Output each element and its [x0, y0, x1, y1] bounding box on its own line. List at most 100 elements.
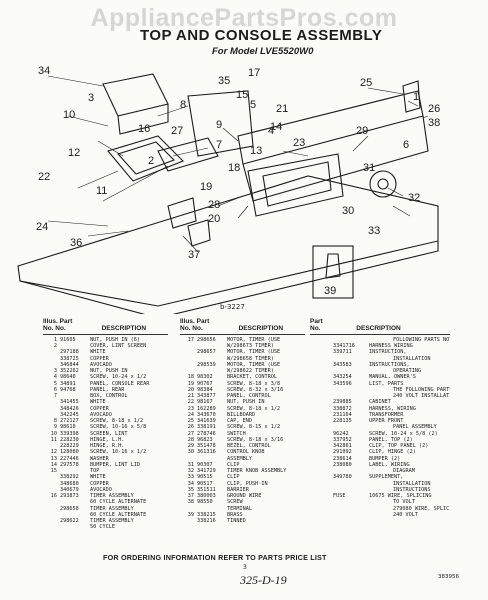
part-description: TO VOLT — [393, 499, 415, 506]
callout-38: 38 — [428, 117, 440, 129]
part-description: PANEL, CONTROL — [227, 393, 271, 400]
table-row: 2 COVER, LINT SCREEN — [43, 343, 168, 349]
part-description: PANEL, TOP (2) — [369, 436, 413, 443]
part-description: 279080 WIRE, SPLICING — [393, 505, 450, 512]
callout-28: 28 — [208, 199, 220, 211]
part-description: AVOCADO — [90, 411, 112, 418]
illus-number: 21 — [187, 393, 194, 400]
illus-number: 9 — [53, 424, 57, 431]
part-number: 338872 — [333, 405, 352, 412]
part-number: 348680 — [60, 480, 79, 487]
callout-3: 3 — [88, 92, 94, 104]
part-number: 98640 — [60, 374, 76, 381]
table-row: INSTRUCTIONS — [310, 487, 450, 493]
illus-number — [43, 524, 60, 530]
part-number: 338216 — [197, 518, 216, 525]
part-description: SCREW, 8-32 x 3/16 — [227, 386, 284, 393]
part-number: 361316 — [197, 449, 216, 456]
callout-26: 26 — [428, 103, 440, 115]
part-description: TIMER KNOB ASSEMBLY — [227, 468, 287, 475]
illus-number: 25 — [187, 418, 194, 425]
part-description: BUMPER (2) — [369, 455, 401, 462]
part-number: 342245 — [60, 411, 79, 418]
part-description: PANEL ASSEMBLY — [393, 424, 437, 431]
illus-number: 38 — [187, 499, 194, 506]
callout-4: 4 — [268, 125, 274, 137]
callout-6: 6 — [403, 139, 409, 151]
control-box-side — [117, 104, 169, 135]
illus-number: 22 — [187, 399, 194, 406]
part-number: 128080 — [60, 449, 79, 456]
callout-25: 25 — [360, 77, 372, 89]
control-box — [102, 73, 169, 117]
part-number: 90767 — [197, 380, 213, 387]
callout-15: 15 — [236, 89, 248, 101]
part-description: SCREW, 8-18 x 3/8 — [227, 380, 281, 387]
part-description: SCREEN, LINT — [90, 430, 128, 437]
part-description: SCREW, 8-18 x 1/2 — [227, 405, 281, 412]
part-description: SCREW — [227, 499, 243, 506]
part-number: 298657 — [197, 349, 216, 356]
part-number — [60, 524, 90, 530]
table-row: INSTALLATION — [310, 356, 450, 362]
part-number: 341455 — [60, 399, 79, 406]
illus-number: 33 — [187, 474, 194, 481]
callout-23: 23 — [293, 137, 305, 149]
part-description: MOTOR, TIMER (USE — [227, 349, 281, 356]
illus-number: 2 — [53, 343, 57, 350]
part-description: MOTOR, TIMER (USE — [227, 361, 281, 368]
part-number: 351511 — [197, 486, 216, 493]
illus-number: 26 — [187, 424, 194, 431]
part-description: 240 VOLT — [393, 511, 418, 518]
illus-number: 4 — [53, 374, 57, 381]
part-number: 297188 — [60, 349, 79, 356]
table-row: PANEL ASSEMBLY — [310, 424, 450, 430]
column-header: Illus. Part No. No. DESCRIPTION — [180, 318, 284, 333]
illus-number: 34 — [187, 480, 194, 487]
part-number: 239885 — [333, 399, 352, 406]
illus-number: 30 — [187, 449, 194, 456]
part-number: 343254 — [333, 374, 352, 381]
handwritten-note: 325-D-19 — [240, 573, 287, 587]
callout-22: 22 — [38, 171, 50, 183]
part-description: INSTALLATION — [393, 480, 431, 487]
column-header: Illus. Part No. No. DESCRIPTION — [43, 318, 147, 333]
table-row: 60 CYCLE ALTERNATE — [43, 512, 168, 518]
illus-number: 16 — [50, 493, 57, 500]
illus-number: 14 — [50, 461, 57, 468]
part-number: 98167 — [197, 399, 213, 406]
illus-number: 35 — [187, 486, 194, 493]
part-description: COVER, LINT SCREEN — [90, 343, 147, 350]
parts-column-3: Part No. DESCRIPTION FOLLOWING PARTS NOT… — [310, 318, 450, 518]
part-number: 343670 — [197, 411, 216, 418]
part-number: 98384 — [197, 386, 213, 393]
part-description: HINGE, R.H. — [90, 443, 125, 450]
callout-21: 21 — [276, 103, 288, 115]
part-description: OPERATING — [393, 368, 422, 375]
part-number: 339398 — [60, 430, 79, 437]
illus-number: 20 — [187, 386, 194, 393]
part-number: 341639 — [197, 418, 216, 425]
table-row: 342245 AVOCADO — [43, 412, 168, 418]
table-row: W/298673 TIMER) — [180, 343, 305, 349]
